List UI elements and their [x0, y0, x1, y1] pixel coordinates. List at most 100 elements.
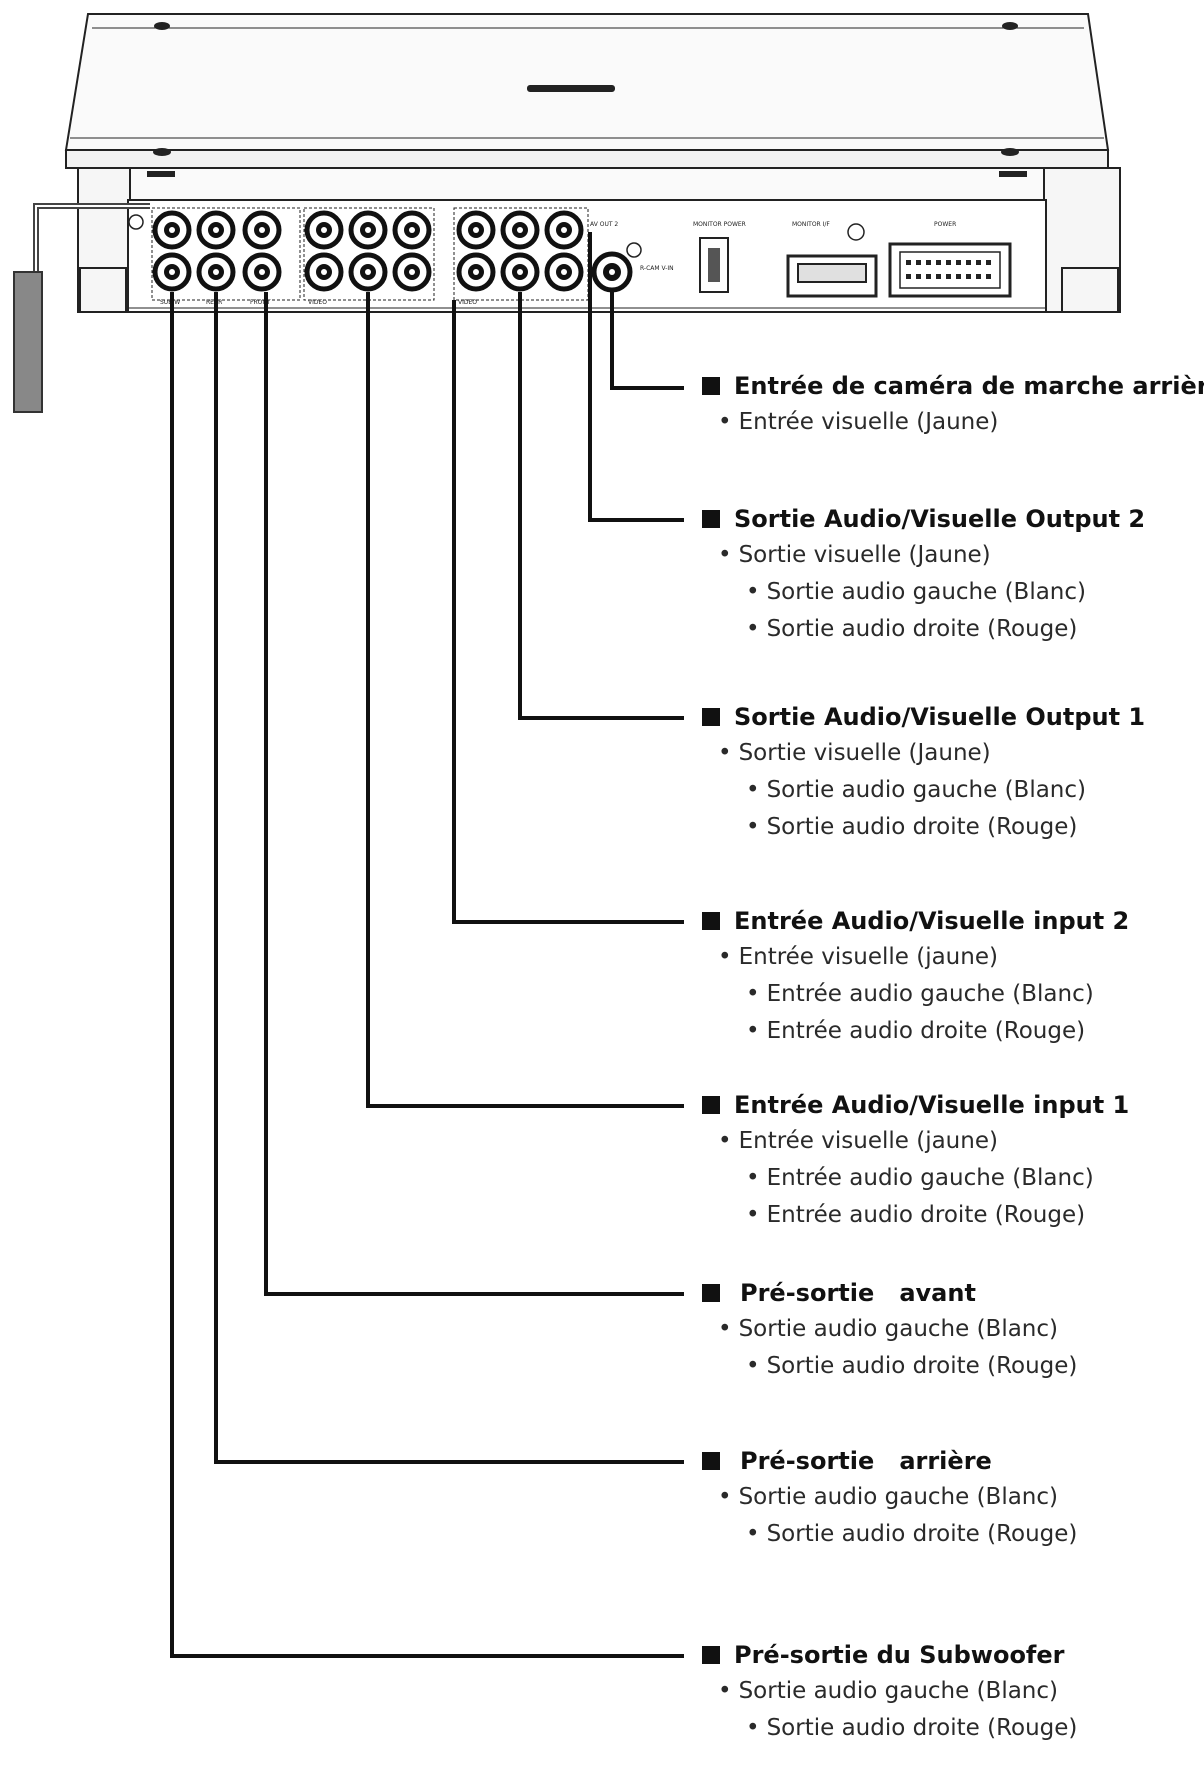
heading-pre-rear: Pré-sortie arrière — [702, 1447, 1077, 1475]
list-item: •Entrée audio droite (Rouge) — [746, 1202, 1086, 1228]
label-rcam: R-CAM V-IN — [640, 265, 674, 272]
rca-jack — [242, 210, 282, 250]
list-item: •Sortie audio gauche (Blanc) — [718, 1316, 1059, 1342]
device-rear-panel-illustration: MONITOR POWER MONITOR I/F POWER VIDEO VI… — [13, 13, 1121, 413]
rca-jack — [196, 210, 236, 250]
list-item: •Sortie audio droite (Rouge) — [746, 1521, 1078, 1547]
heading-av-out-2: Sortie Audio/Visuelle Output 2 — [702, 505, 1145, 533]
leader-pre-front — [264, 292, 684, 1296]
square-bullet-icon — [702, 1452, 720, 1470]
section-av-in-1: Entrée Audio/Visuelle input 1 •Entrée vi… — [702, 1091, 1129, 1234]
label-monitor-power: MONITOR POWER — [693, 221, 746, 228]
label-monitor-if: MONITOR I/F — [792, 221, 830, 228]
leader-camera — [610, 292, 684, 390]
square-bullet-icon — [702, 912, 720, 930]
section-av-in-2: Entrée Audio/Visuelle input 2 •Entrée vi… — [702, 907, 1129, 1050]
power-pin — [956, 274, 961, 279]
rca-jack — [500, 210, 540, 250]
rca-jack — [304, 252, 344, 292]
list-item: •Sortie visuelle (Jaune) — [718, 542, 991, 568]
list-item: •Sortie audio droite (Rouge) — [746, 814, 1078, 840]
section-av-out-1: Sortie Audio/Visuelle Output 1 •Sortie v… — [702, 703, 1145, 846]
list-item: •Sortie audio droite (Rouge) — [746, 616, 1078, 642]
rca-jack — [348, 210, 388, 250]
power-pin — [966, 260, 971, 265]
power-pin — [916, 260, 921, 265]
square-bullet-icon — [702, 377, 720, 395]
section-camera: Entrée de caméra de marche arrière •Entr… — [702, 372, 1204, 441]
rca-jack — [544, 252, 584, 292]
power-pin — [926, 260, 931, 265]
leader-av-in-2 — [452, 300, 684, 924]
power-pin — [976, 274, 981, 279]
rca-jack — [456, 210, 496, 250]
list-item: •Entrée visuelle (Jaune) — [718, 409, 999, 435]
list-item: •Sortie audio droite (Rouge) — [746, 1353, 1078, 1379]
device-top-cover — [64, 13, 1110, 201]
leader-av-in-1 — [366, 292, 684, 1108]
list-item: •Sortie audio droite (Rouge) — [746, 1715, 1078, 1741]
leader-pre-rear — [214, 292, 684, 1464]
label-av-out-2: AV OUT 2 — [590, 221, 618, 228]
square-bullet-icon — [702, 1646, 720, 1664]
list-item: •Sortie visuelle (Jaune) — [718, 740, 991, 766]
list-item: •Entrée audio gauche (Blanc) — [746, 1165, 1094, 1191]
square-bullet-icon — [702, 1284, 720, 1302]
heading-camera: Entrée de caméra de marche arrière — [702, 372, 1204, 400]
list-item: •Entrée visuelle (jaune) — [718, 944, 998, 970]
list-item: •Sortie audio gauche (Blanc) — [718, 1678, 1059, 1704]
power-pin — [966, 274, 971, 279]
rca-jack — [456, 252, 496, 292]
heading-av-in-1: Entrée Audio/Visuelle input 1 — [702, 1091, 1129, 1119]
power-pin — [946, 274, 951, 279]
power-pin — [906, 274, 911, 279]
list-item: •Sortie audio gauche (Blanc) — [718, 1484, 1059, 1510]
power-pin — [956, 260, 961, 265]
rca-jack — [392, 252, 432, 292]
rca-jacks — [152, 210, 584, 292]
power-pin — [986, 260, 991, 265]
power-pin — [936, 274, 941, 279]
square-bullet-icon — [702, 510, 720, 528]
rca-jack — [242, 252, 282, 292]
antenna-cable — [13, 203, 150, 413]
power-pin — [976, 260, 981, 265]
power-pin — [916, 274, 921, 279]
label-video-out: VIDEO — [458, 299, 477, 306]
square-bullet-icon — [702, 708, 720, 726]
power-pin — [986, 274, 991, 279]
leader-pre-sub — [170, 292, 684, 1658]
monitor-power-switch — [699, 237, 729, 293]
power-connector — [888, 242, 1012, 298]
rca-jack — [544, 210, 584, 250]
section-av-out-2: Sortie Audio/Visuelle Output 2 •Sortie v… — [702, 505, 1145, 648]
rear-camera-jack — [591, 251, 633, 293]
heading-pre-front: Pré-sortie avant — [702, 1279, 1077, 1307]
rca-jack — [304, 210, 344, 250]
section-pre-sub: Pré-sortie du Subwoofer •Sortie audio ga… — [702, 1641, 1077, 1747]
section-pre-rear: Pré-sortie arrière •Sortie audio gauche … — [702, 1447, 1077, 1553]
square-bullet-icon — [702, 1096, 720, 1114]
rca-jack — [500, 252, 540, 292]
list-item: •Entrée visuelle (jaune) — [718, 1128, 998, 1154]
monitor-interface-connector — [786, 223, 878, 298]
power-pin — [936, 260, 941, 265]
rca-jack — [196, 252, 236, 292]
heading-pre-sub: Pré-sortie du Subwoofer — [702, 1641, 1077, 1669]
heading-av-in-2: Entrée Audio/Visuelle input 2 — [702, 907, 1129, 935]
power-pin — [926, 274, 931, 279]
list-item: •Sortie audio gauche (Blanc) — [746, 579, 1087, 605]
rca-jack — [392, 210, 432, 250]
heading-av-out-1: Sortie Audio/Visuelle Output 1 — [702, 703, 1145, 731]
list-item: •Entrée audio gauche (Blanc) — [746, 981, 1094, 1007]
leader-av-out-1 — [518, 292, 684, 720]
rca-jack — [152, 252, 192, 292]
leader-av-out-2 — [588, 232, 684, 522]
rca-jack — [348, 252, 388, 292]
section-pre-front: Pré-sortie avant •Sortie audio gauche (B… — [702, 1279, 1077, 1385]
power-pin — [906, 260, 911, 265]
list-item: •Entrée audio droite (Rouge) — [746, 1018, 1086, 1044]
label-front: FRONT — [250, 299, 271, 306]
rca-jack — [152, 210, 192, 250]
